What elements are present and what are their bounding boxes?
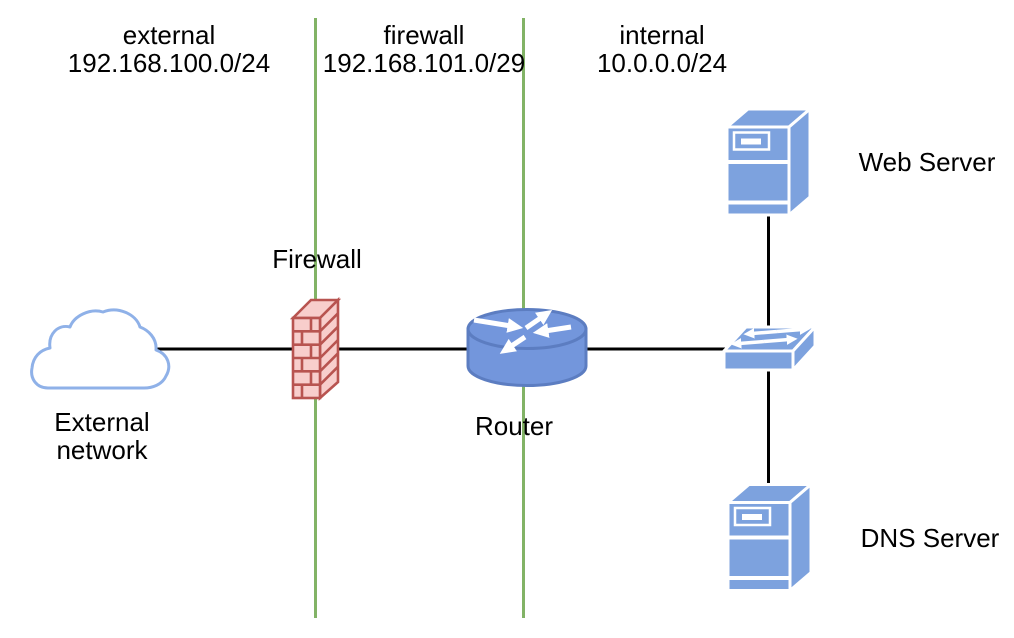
cloud-icon xyxy=(30,308,171,390)
firewall-icon xyxy=(289,296,342,401)
zone-label-firewall: firewall xyxy=(384,20,465,50)
web-server-icon xyxy=(725,107,812,217)
zone-cidr-internal: 10.0.0.0/24 xyxy=(597,48,727,78)
router-icon xyxy=(466,308,588,387)
web-server-label: Web Server xyxy=(859,147,996,177)
drive-slot-icon xyxy=(732,131,771,151)
switch-icon xyxy=(722,324,817,372)
dns-server-icon xyxy=(726,483,813,592)
firewall-label: Firewall xyxy=(272,244,362,274)
drive-slot-icon xyxy=(733,506,772,527)
zone-label-external: external xyxy=(123,20,216,50)
router-label: Router xyxy=(475,411,553,441)
switch-traffic-arrows xyxy=(730,324,811,349)
external-network-label-line1: External xyxy=(54,407,149,437)
zone-cidr-firewall: 192.168.101.0/29 xyxy=(323,48,525,78)
dns-server-label: DNS Server xyxy=(861,523,1000,553)
router-traffic-arrows xyxy=(473,310,572,354)
external-network-label-line2: network xyxy=(56,435,148,465)
zone-label-internal: internal xyxy=(619,20,704,50)
zone-cidr-external: 192.168.100.0/24 xyxy=(68,48,270,78)
